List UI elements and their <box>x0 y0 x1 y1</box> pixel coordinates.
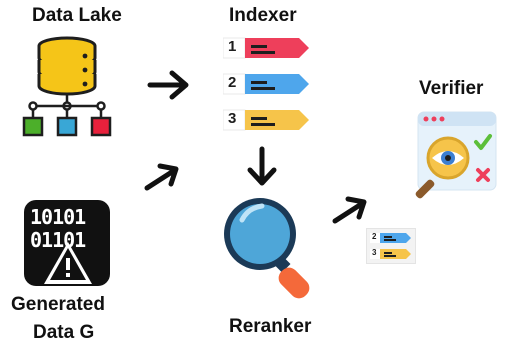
reranker-entry-2-number: 2 <box>372 232 377 241</box>
generated-binary-line2: 01101 <box>30 228 86 252</box>
generated-label-line2: Data G <box>33 322 95 343</box>
verifier-eye-icon <box>415 111 497 199</box>
reranker-list: 2 3 <box>366 228 416 264</box>
indexer-list: 1 2 3 <box>223 36 313 136</box>
generated-data-icon <box>24 200 110 286</box>
data-lake-label: Data Lake <box>32 5 122 26</box>
indexer-entry-3 <box>223 109 309 131</box>
reranker-entry-2 <box>370 233 411 243</box>
indexer-entry-3-number: 3 <box>228 110 237 127</box>
magnifier-icon <box>224 198 310 299</box>
generated-binary-line1: 10101 <box>30 205 86 229</box>
indexer-label: Indexer <box>229 5 297 26</box>
generated-label-line1: Generated <box>11 294 105 315</box>
arrow-down-icon <box>247 146 277 186</box>
arrow-up-right-icon <box>144 163 179 191</box>
reranker-entry-3-number: 3 <box>372 248 377 257</box>
indexer-entry-1 <box>223 37 309 59</box>
reranker-entry-3 <box>370 249 411 259</box>
arrow-up-right-icon-2 <box>332 196 367 224</box>
verifier-label: Verifier <box>419 78 484 99</box>
arrow-right-icon <box>147 70 189 100</box>
indexer-entry-2 <box>223 73 309 95</box>
reranker-label: Reranker <box>229 316 312 337</box>
database-icon <box>22 36 112 137</box>
indexer-entry-1-number: 1 <box>228 38 237 55</box>
indexer-entry-2-number: 2 <box>228 74 237 91</box>
